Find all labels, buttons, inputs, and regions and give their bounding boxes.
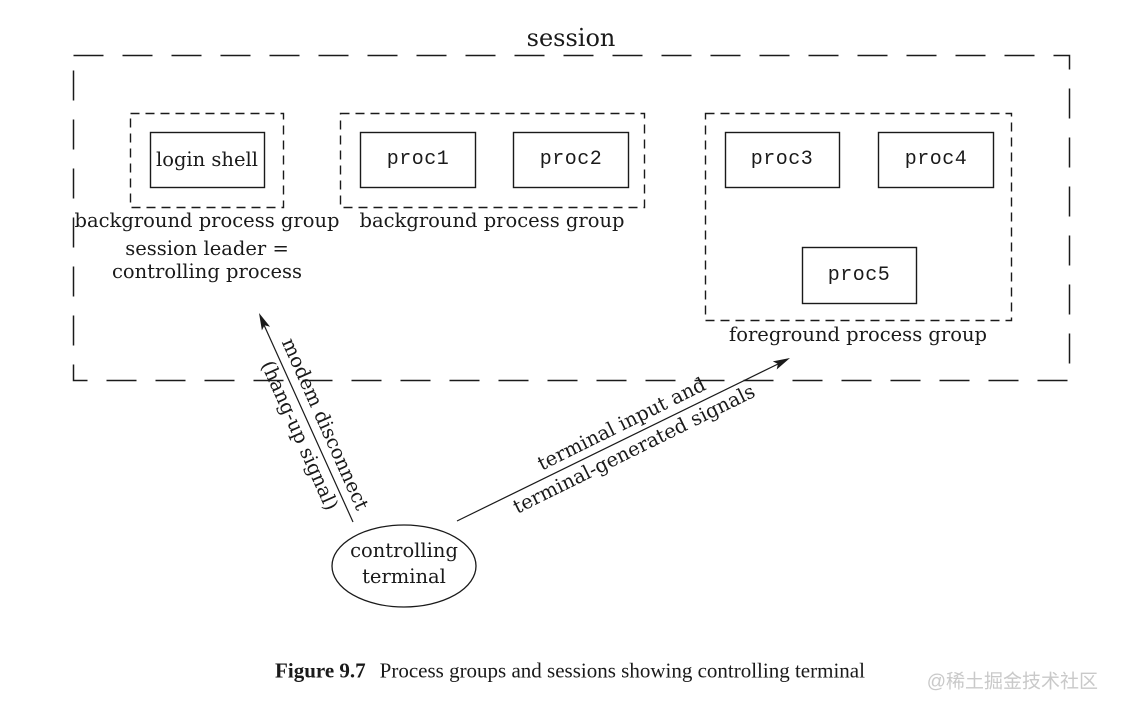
foreground-group-boundary [704,112,1013,322]
controlling-terminal-label-line1: controlling [350,539,458,562]
proc2-box [512,131,630,189]
controlling-terminal-ellipse [331,524,477,608]
watermark: @稀土掘金技术社区 [926,671,1098,693]
figure-title: Process groups and sessions showing cont… [379,658,865,683]
proc4-box [877,131,995,189]
proc1-box [359,131,477,189]
background-group-middle-boundary [339,112,646,209]
session-label: session [526,24,616,52]
modem-disconnect-arrowhead-icon [259,313,271,331]
session-boundary [72,54,1071,382]
session-leader-note: session leader = controlling process [112,237,302,283]
session-leader-note-line1: session leader = [125,237,289,260]
controlling-terminal-label-line2: terminal [362,565,446,588]
modem-disconnect-arrow-line [263,324,354,523]
login-shell-box [149,131,266,189]
terminal-input-arrow-line [456,363,779,522]
proc3-label: proc3 [750,148,814,171]
controlling-terminal-label: controlling terminal [350,538,458,590]
terminal-input-arrowhead-icon [772,358,790,370]
proc3-box [724,131,841,189]
login-shell-label: login shell [155,148,259,171]
figure-caption: Figure 9.7 Process groups and sessions sh… [275,659,865,684]
background-group-left-label: background process group [74,209,340,232]
proc2-label: proc2 [539,148,603,171]
background-group-left-boundary [129,112,285,209]
proc4-label: proc4 [904,148,968,171]
proc5-box [801,246,918,305]
foreground-group-label: foreground process group [729,323,987,346]
proc5-label: proc5 [827,264,891,287]
figure-number: Figure 9.7 [275,658,366,683]
background-group-middle-label: background process group [359,209,625,232]
proc1-label: proc1 [386,148,450,171]
session-leader-note-line2: controlling process [111,260,303,283]
